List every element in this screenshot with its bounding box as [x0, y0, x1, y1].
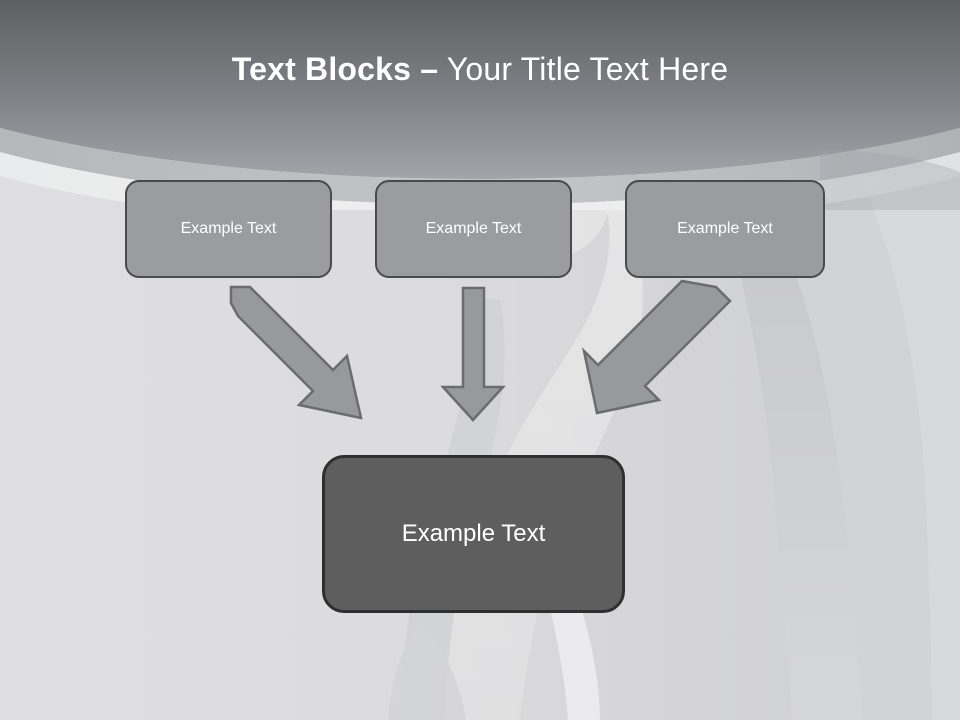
text-block-top-3-label: Example Text — [677, 220, 773, 237]
text-block-top-2[interactable]: Example Text — [375, 180, 572, 278]
page-title: Text Blocks – Your Title Text Here — [0, 48, 960, 90]
text-block-top-1[interactable]: Example Text — [125, 180, 332, 278]
text-block-top-2-label: Example Text — [425, 220, 522, 237]
text-block-top-1-label: Example Text — [180, 220, 277, 237]
page-title-strong: Text Blocks – — [231, 51, 439, 87]
text-block-bottom-label: Example Text — [401, 520, 546, 547]
text-block-bottom[interactable]: Example Text — [322, 455, 625, 613]
text-block-top-3[interactable]: Example Text — [625, 180, 825, 278]
page-title-light: Your Title Text Here — [438, 51, 729, 87]
